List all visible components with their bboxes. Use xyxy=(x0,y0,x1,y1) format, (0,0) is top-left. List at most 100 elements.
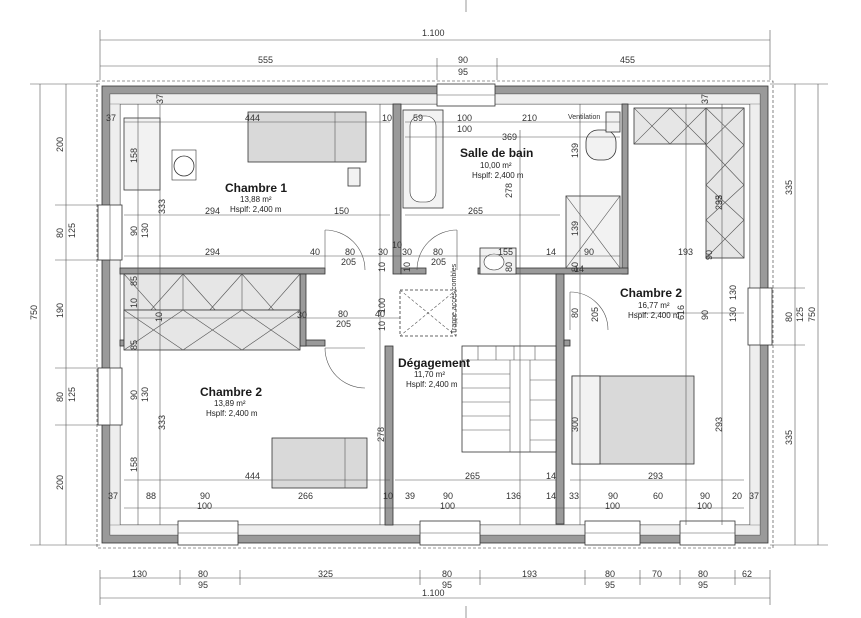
dim-37-e: 37 xyxy=(700,94,710,104)
left-total-label: 750 xyxy=(29,305,39,320)
left-b1-label: 80 xyxy=(55,228,65,238)
dim-37-c: 37 xyxy=(106,113,116,123)
dim-30-c: 30 xyxy=(297,310,307,320)
dim-14-d: 14 xyxy=(574,264,584,274)
right-total-label: 750 xyxy=(807,307,817,322)
dim-33: 33 xyxy=(569,491,579,501)
dim-210: 210 xyxy=(522,113,537,123)
dim-10-top: 10 xyxy=(382,113,392,123)
dim-130-c: 130 xyxy=(140,387,150,402)
dim-90-i: 90 xyxy=(704,250,714,260)
dim-100-c: 100 xyxy=(377,298,387,313)
dim-90-g: 90 xyxy=(129,226,139,236)
dim-100-top-b: 100 xyxy=(457,124,472,134)
dim-10-d: 10 xyxy=(402,262,412,272)
room-height-degagement: Hsplf: 2,400 m xyxy=(406,380,458,389)
room-name-chambre2-left: Chambre 2 xyxy=(200,385,262,399)
dim-10-g: 10 xyxy=(129,298,139,308)
dim-37-b: 37 xyxy=(749,491,759,501)
room-height-chambre2-left: Hsplf: 2,400 m xyxy=(206,409,258,418)
dim-90-b: 90 xyxy=(700,310,710,320)
room-name-degagement: Dégagement xyxy=(398,356,470,370)
bottom-s3-label: 325 xyxy=(318,569,333,579)
dim-294-b: 294 xyxy=(205,247,220,257)
dim-278-bottom: 278 xyxy=(376,427,386,442)
dim-30-a: 30 xyxy=(378,247,388,257)
dim-293-bottom: 293 xyxy=(648,471,663,481)
dim-90-a: 90 xyxy=(584,247,594,257)
dim-100-e: 100 xyxy=(440,501,455,511)
bottom-total-label: 1.100 xyxy=(422,588,445,598)
dim-100-g: 100 xyxy=(697,501,712,511)
dim-300: 300 xyxy=(570,417,580,432)
top-seg3-label: 455 xyxy=(620,55,635,65)
dim-37-a: 37 xyxy=(108,491,118,501)
dim-90-h: 90 xyxy=(129,390,139,400)
dim-265-bottom: 265 xyxy=(465,471,480,481)
dim-60: 60 xyxy=(653,491,663,501)
left-a-label: 200 xyxy=(55,137,65,152)
bottom-s7-label: 70 xyxy=(652,569,662,579)
bottom-s2b-label: 95 xyxy=(198,580,208,590)
dim-90-f: 90 xyxy=(700,491,710,501)
dim-80-f: 80 xyxy=(504,262,514,272)
dim-100-d: 100 xyxy=(197,501,212,511)
dim-369: 369 xyxy=(502,132,517,142)
dim-80-b: 80 xyxy=(433,247,443,257)
room-area-sdb: 10,00 m² xyxy=(480,161,512,170)
dim-150: 150 xyxy=(334,206,349,216)
dim-80-c: 80 xyxy=(338,309,348,319)
dim-130-a: 130 xyxy=(728,307,738,322)
trappe-label: Trappe accès combles xyxy=(451,263,458,334)
right-dimensions: 335 80 125 335 750 xyxy=(770,83,828,546)
dim-10-c: 10 xyxy=(377,262,387,272)
room-height-chambre1: Hsplf: 2,400 m xyxy=(230,205,282,214)
left-dimensions: 750 200 80 125 190 80 125 200 xyxy=(29,83,100,546)
dim-205-d: 205 xyxy=(590,307,600,322)
dim-158-top: 158 xyxy=(129,148,139,163)
dim-265-top: 265 xyxy=(468,206,483,216)
windows xyxy=(97,83,773,546)
dim-14-b: 14 xyxy=(546,471,556,481)
left-d1-label: 80 xyxy=(55,392,65,402)
room-name-sdb: Salle de bain xyxy=(460,146,533,160)
dim-616: 616 xyxy=(676,305,686,320)
room-area-chambre1: 13,88 m² xyxy=(240,195,272,204)
room-height-chambre2-right: Hsplf: 2,400 m xyxy=(628,311,680,320)
dim-139-a: 139 xyxy=(570,143,580,158)
chair-chambre1 xyxy=(173,155,195,177)
dim-10-e: 10 xyxy=(377,321,387,331)
dim-85-b: 85 xyxy=(129,340,139,350)
left-d2-label: 125 xyxy=(67,387,77,402)
dim-30-b: 30 xyxy=(402,247,412,257)
desk-chambre1 xyxy=(123,117,161,191)
dim-205-b: 205 xyxy=(431,257,446,267)
left-c-label: 190 xyxy=(55,303,65,318)
bottom-s8b-label: 95 xyxy=(698,580,708,590)
bottom-s5-label: 193 xyxy=(522,569,537,579)
dim-88: 88 xyxy=(146,491,156,501)
dim-294-a: 294 xyxy=(205,206,220,216)
dim-155: 155 xyxy=(498,247,513,257)
dim-266: 266 xyxy=(298,491,313,501)
dim-130-d: 130 xyxy=(728,285,738,300)
dim-444-bottom: 444 xyxy=(245,471,260,481)
dim-90-c: 90 xyxy=(200,491,210,501)
dim-80-a: 80 xyxy=(345,247,355,257)
left-b2-label: 125 xyxy=(67,223,77,238)
toilet xyxy=(585,129,617,161)
dim-293-right: 293 xyxy=(714,417,724,432)
bottom-s6b-label: 95 xyxy=(605,580,615,590)
bottom-s4a-label: 80 xyxy=(442,569,452,579)
dim-10-b: 10 xyxy=(392,240,402,250)
attic-hatch xyxy=(399,289,457,337)
dim-59: 59 xyxy=(413,113,423,123)
furniture xyxy=(123,109,695,489)
bottom-dimensions: 130 80 95 325 80 95 193 80 95 70 80 95 6… xyxy=(99,569,771,618)
dim-100-f: 100 xyxy=(605,501,620,511)
top-dimensions: 1.100 555 90 95 455 xyxy=(99,0,771,80)
left-e-label: 200 xyxy=(55,475,65,490)
right-b2-label: 125 xyxy=(795,307,805,322)
dim-90-e: 90 xyxy=(608,491,618,501)
dim-10-f: 10 xyxy=(383,491,393,501)
